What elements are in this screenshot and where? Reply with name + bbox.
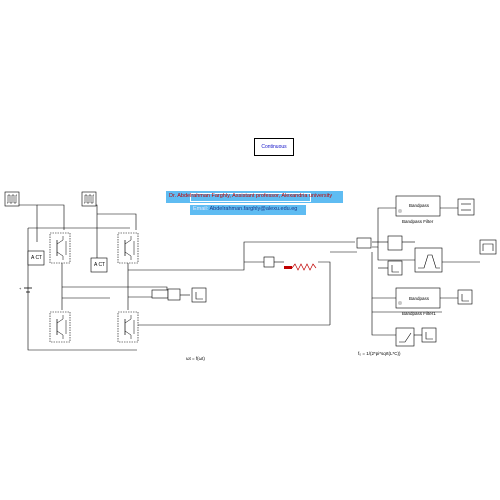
bandpass-label-1: Bandpass [409,203,430,208]
inductor [291,263,317,271]
powergui-solver-block[interactable]: Continuous [254,138,294,156]
bandpass-filter-2 [395,287,441,309]
scope-5 [457,289,473,305]
scope-4 [479,239,497,255]
resonant-formula: f₀ = 1/(2*pi*sqrt(L*C)) [358,351,401,356]
scope-1 [191,287,207,303]
gain-block [151,289,169,299]
resistor [284,266,292,269]
igbt-switch-top-right [117,232,139,264]
author-banner [166,191,343,203]
bandpass-label-2: Bandpass [409,296,430,301]
measurement-block-1 [167,288,181,301]
pulse-generator-1 [4,191,20,207]
act-label-2: A CT [94,262,106,268]
igbt-switch-bottom-right [117,311,139,343]
bandpass-shape-block [414,247,443,273]
igbt-switch-top-left [49,232,71,264]
fft-block [387,235,403,251]
svg-text:+: + [19,286,22,291]
dc-source: + [19,286,32,293]
act-block-2 [90,257,108,273]
email-address: Abdelrahman.farghly@alexu.edu.eg [209,206,298,212]
scope-2 [387,260,403,276]
act-block-1 [27,250,45,266]
email-box [190,205,306,215]
scope-6 [421,327,437,343]
bandpass-icon-2 [398,301,402,305]
bandpass-caption-2: Bandpass Filter1 [402,311,436,316]
scope-3 [457,198,475,216]
email-prefix: Email: [193,206,209,212]
act-label-1: A CT [31,255,43,261]
author-highlight [190,193,311,202]
solver-label: Continuous [261,144,287,150]
current-sensor [263,256,275,268]
pulse-generator-2 [81,191,97,207]
email-line: Email: Abdelrahman.farghly@alexu.edu.eg [193,206,297,212]
igbt-switch-bottom-left [49,311,71,343]
ramp-block [395,327,415,347]
bandpass-filter-1 [395,195,441,217]
measurement-block-2 [356,237,372,249]
signal-label: ωt = f(ωt) [186,356,205,361]
bandpass-caption-1: Bandpass Filter [402,219,434,224]
wires [12,204,480,351]
bandpass-icon-1 [398,209,402,213]
author-name: Dr. Abdelrahman Farghly, Assistant profe… [169,193,333,199]
